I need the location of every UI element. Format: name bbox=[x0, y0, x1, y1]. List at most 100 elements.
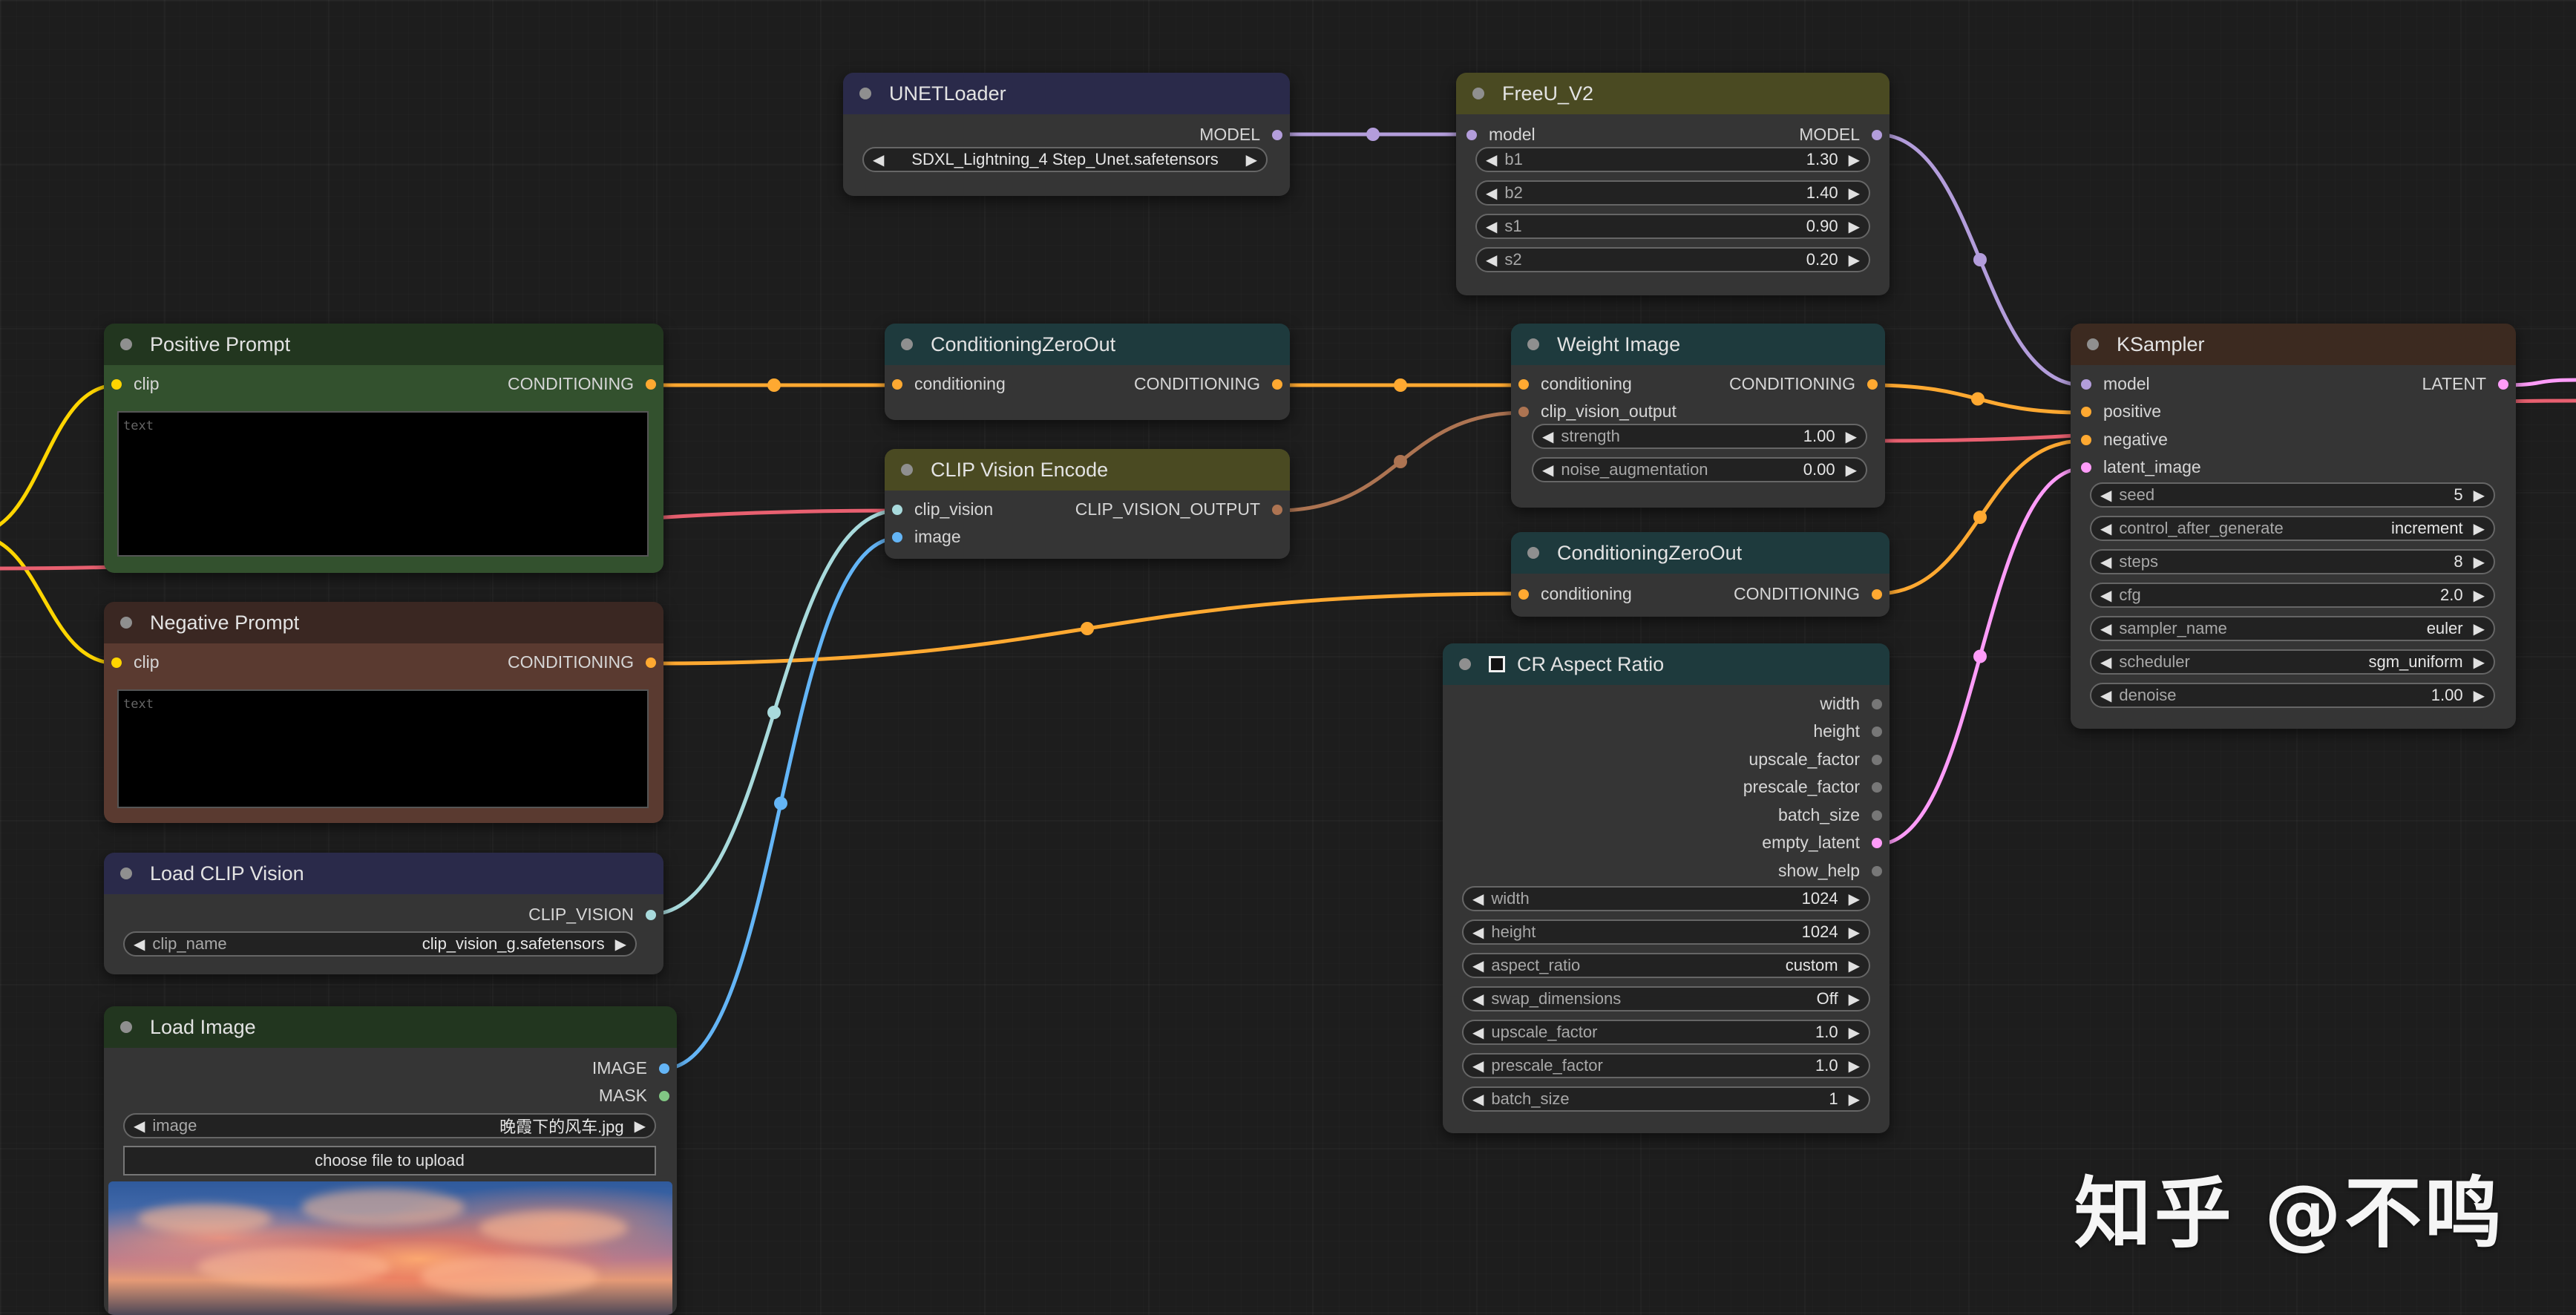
widget-sampler-name[interactable]: ◀ sampler_name euler ▶ bbox=[2090, 616, 2495, 641]
image-output-dot-icon[interactable] bbox=[659, 1063, 669, 1074]
latent-input-dot-icon[interactable] bbox=[2081, 462, 2091, 473]
model-output-dot-icon[interactable] bbox=[1872, 129, 1882, 140]
mask-output-dot-icon[interactable] bbox=[659, 1090, 669, 1101]
decrement-arrow-icon[interactable]: ◀ bbox=[1472, 957, 1484, 974]
widget-b2[interactable]: ◀ b2 1.40 ▶ bbox=[1475, 180, 1870, 206]
link-cond-positive-zero-midpoint[interactable] bbox=[767, 378, 781, 392]
output-dot-icon[interactable] bbox=[1872, 726, 1882, 737]
output-model[interactable]: MODEL bbox=[1199, 125, 1282, 145]
increment-arrow-icon[interactable]: ▶ bbox=[614, 936, 626, 953]
output-show-help[interactable]: show_help bbox=[1778, 861, 1882, 881]
increment-arrow-icon[interactable]: ▶ bbox=[2473, 554, 2485, 571]
input-clip-vision-output[interactable]: clip_vision_output bbox=[1518, 401, 1677, 422]
node-clip-vision-encode[interactable]: CLIP Vision Encode clip_vision image CLI… bbox=[885, 449, 1290, 559]
decrement-arrow-icon[interactable]: ◀ bbox=[1472, 1057, 1484, 1075]
input-conditioning[interactable]: conditioning bbox=[1518, 374, 1632, 394]
node-ksampler[interactable]: KSampler model positive negative latent_… bbox=[2071, 324, 2516, 729]
decrement-arrow-icon[interactable]: ◀ bbox=[1472, 991, 1484, 1008]
output-conditioning[interactable]: CONDITIONING bbox=[508, 374, 656, 394]
node-title-bar[interactable]: KSampler bbox=[2071, 324, 2516, 365]
output-conditioning[interactable]: CONDITIONING bbox=[1729, 374, 1878, 394]
conditioning-input-dot-icon[interactable] bbox=[892, 378, 902, 390]
node-title-bar[interactable]: ConditioningZeroOut bbox=[1511, 532, 1890, 574]
collapse-dot-icon[interactable] bbox=[901, 464, 913, 476]
decrement-arrow-icon[interactable]: ◀ bbox=[1486, 218, 1498, 235]
input-model[interactable]: model bbox=[1466, 125, 1536, 145]
node-freeu-v2[interactable]: FreeU_V2 model MODEL ◀ b1 1.30 ▶ ◀ b2 1.… bbox=[1456, 73, 1890, 295]
collapse-dot-icon[interactable] bbox=[1459, 658, 1471, 670]
prompt-text-field[interactable]: text bbox=[117, 411, 649, 557]
node-weight-image[interactable]: Weight Image conditioning clip_vision_ou… bbox=[1511, 324, 1885, 508]
widget-cfg[interactable]: ◀ cfg 2.0 ▶ bbox=[2090, 583, 2495, 608]
link-cond-negative-zero2-midpoint[interactable] bbox=[1081, 622, 1094, 635]
output-mask[interactable]: MASK bbox=[599, 1086, 669, 1106]
decrement-arrow-icon[interactable]: ◀ bbox=[1542, 428, 1554, 445]
increment-arrow-icon[interactable]: ▶ bbox=[1848, 218, 1860, 235]
increment-arrow-icon[interactable]: ▶ bbox=[1848, 991, 1860, 1008]
node-conditioning-zero-out-2[interactable]: ConditioningZeroOut conditioning CONDITI… bbox=[1511, 532, 1890, 617]
output-prescale-factor[interactable]: prescale_factor bbox=[1743, 777, 1882, 797]
output-latent[interactable]: LATENT bbox=[2422, 374, 2508, 394]
link-cond-weight-ksampler-midpoint[interactable] bbox=[1971, 392, 1985, 406]
increment-arrow-icon[interactable]: ▶ bbox=[1848, 252, 1860, 269]
collapse-dot-icon[interactable] bbox=[120, 338, 132, 350]
conditioning-input-dot-icon[interactable] bbox=[2081, 406, 2091, 417]
increment-arrow-icon[interactable]: ▶ bbox=[1245, 151, 1257, 168]
conditioning-input-dot-icon[interactable] bbox=[2081, 434, 2091, 445]
node-title-bar[interactable]: Load CLIP Vision bbox=[104, 853, 663, 894]
widget-control-after-generate[interactable]: ◀ control_after_generate increment ▶ bbox=[2090, 516, 2495, 541]
input-latent-image[interactable]: latent_image bbox=[2081, 457, 2201, 477]
conditioning-output-dot-icon[interactable] bbox=[646, 657, 656, 668]
collapse-dot-icon[interactable] bbox=[2087, 338, 2099, 350]
increment-arrow-icon[interactable]: ▶ bbox=[1845, 428, 1857, 445]
output-dot-icon[interactable] bbox=[1872, 865, 1882, 876]
decrement-arrow-icon[interactable]: ◀ bbox=[2100, 587, 2112, 604]
widget-width[interactable]: ◀ width 1024 ▶ bbox=[1462, 886, 1870, 911]
model-input-dot-icon[interactable] bbox=[1466, 129, 1477, 140]
decrement-arrow-icon[interactable]: ◀ bbox=[134, 1118, 145, 1135]
widget-strength[interactable]: ◀ strength 1.00 ▶ bbox=[1532, 424, 1867, 449]
increment-arrow-icon[interactable]: ▶ bbox=[2473, 487, 2485, 504]
input-clip-vision[interactable]: clip_vision bbox=[892, 499, 993, 519]
link-clip-negative[interactable] bbox=[0, 534, 118, 666]
unet-name-combo[interactable]: ◀ SDXL_Lightning_4 Step_Unet.safetensors… bbox=[862, 147, 1268, 172]
increment-arrow-icon[interactable]: ▶ bbox=[1848, 1024, 1860, 1041]
clip-input-dot-icon[interactable] bbox=[111, 378, 122, 390]
output-conditioning[interactable]: CONDITIONING bbox=[508, 652, 656, 672]
increment-arrow-icon[interactable]: ▶ bbox=[1848, 151, 1860, 168]
widget-batch-size[interactable]: ◀ batch_size 1 ▶ bbox=[1462, 1086, 1870, 1112]
widget-aspect-ratio[interactable]: ◀ aspect_ratio custom ▶ bbox=[1462, 953, 1870, 978]
latent-output-dot-icon[interactable] bbox=[2498, 378, 2508, 390]
increment-arrow-icon[interactable]: ▶ bbox=[2473, 620, 2485, 637]
widget-upscale-factor[interactable]: ◀ upscale_factor 1.0 ▶ bbox=[1462, 1020, 1870, 1045]
input-clip[interactable]: clip bbox=[111, 374, 160, 394]
clip-input-dot-icon[interactable] bbox=[111, 657, 122, 668]
increment-arrow-icon[interactable]: ▶ bbox=[2473, 654, 2485, 671]
decrement-arrow-icon[interactable]: ◀ bbox=[2100, 620, 2112, 637]
widget-seed[interactable]: ◀ seed 5 ▶ bbox=[2090, 482, 2495, 508]
widget-scheduler[interactable]: ◀ scheduler sgm_uniform ▶ bbox=[2090, 649, 2495, 675]
input-conditioning[interactable]: conditioning bbox=[892, 374, 1006, 394]
increment-arrow-icon[interactable]: ▶ bbox=[1848, 185, 1860, 202]
prompt-text-field[interactable]: text bbox=[117, 689, 649, 808]
collapse-dot-icon[interactable] bbox=[901, 338, 913, 350]
increment-arrow-icon[interactable]: ▶ bbox=[1848, 957, 1860, 974]
decrement-arrow-icon[interactable]: ◀ bbox=[1472, 1091, 1484, 1108]
conditioning-input-dot-icon[interactable] bbox=[1518, 378, 1529, 390]
output-upscale-factor[interactable]: upscale_factor bbox=[1749, 750, 1882, 770]
widget-noise-augmentation[interactable]: ◀ noise_augmentation 0.00 ▶ bbox=[1532, 457, 1867, 482]
node-title-bar[interactable]: FreeU_V2 bbox=[1456, 73, 1890, 114]
node-title-bar[interactable]: ConditioningZeroOut bbox=[885, 324, 1290, 365]
clip-vision-output-dot-icon[interactable] bbox=[1272, 504, 1282, 515]
output-model[interactable]: MODEL bbox=[1799, 125, 1882, 145]
conditioning-output-dot-icon[interactable] bbox=[1272, 378, 1282, 390]
link-cond-zero-weight-midpoint[interactable] bbox=[1394, 378, 1407, 392]
collapse-dot-icon[interactable] bbox=[120, 868, 132, 879]
conditioning-output-dot-icon[interactable] bbox=[1867, 378, 1878, 390]
decrement-arrow-icon[interactable]: ◀ bbox=[2100, 687, 2112, 704]
decrement-arrow-icon[interactable]: ◀ bbox=[1486, 252, 1498, 269]
clip-vision-output-input-dot-icon[interactable] bbox=[1518, 406, 1529, 417]
decrement-arrow-icon[interactable]: ◀ bbox=[2100, 554, 2112, 571]
link-image-midpoint[interactable] bbox=[774, 796, 787, 810]
decrement-arrow-icon[interactable]: ◀ bbox=[2100, 520, 2112, 537]
